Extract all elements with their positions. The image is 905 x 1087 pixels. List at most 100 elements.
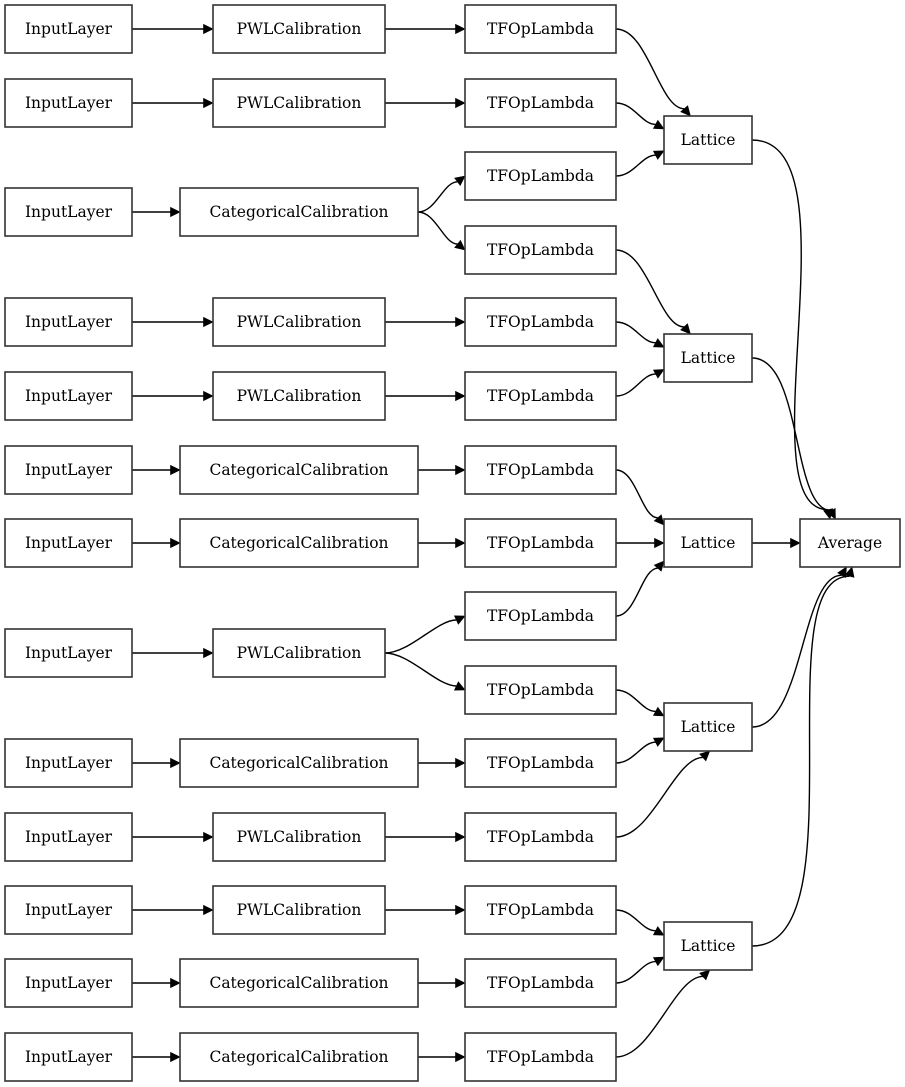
- node-cal3-categorical-calibration[interactable]: CategoricalCalibration: [179, 187, 419, 237]
- node-op2-tfop-lambda[interactable]: TFOpLambda: [464, 78, 617, 128]
- node-box[interactable]: [464, 297, 617, 347]
- node-box[interactable]: [464, 738, 617, 788]
- node-box[interactable]: [663, 702, 753, 752]
- node-box[interactable]: [4, 885, 133, 935]
- node-cal2-pwlcalibration[interactable]: PWLCalibration: [212, 78, 386, 128]
- node-box[interactable]: [4, 78, 133, 128]
- node-in4-input-layer[interactable]: InputLayer: [4, 297, 133, 347]
- node-lat2-lattice[interactable]: Lattice: [663, 333, 753, 383]
- node-in12-input-layer[interactable]: InputLayer: [4, 958, 133, 1008]
- node-box[interactable]: [4, 1032, 133, 1082]
- node-box[interactable]: [4, 4, 133, 54]
- node-cal12-categorical-calibration[interactable]: CategoricalCalibration: [179, 958, 419, 1008]
- node-box[interactable]: [212, 628, 386, 678]
- node-box[interactable]: [4, 445, 133, 495]
- node-op8-tfop-lambda[interactable]: TFOpLambda: [464, 518, 617, 568]
- node-avg-average[interactable]: Average: [799, 518, 901, 568]
- node-op15-tfop-lambda[interactable]: TFOpLambda: [464, 1032, 617, 1082]
- node-op12-tfop-lambda[interactable]: TFOpLambda: [464, 812, 617, 862]
- node-label: TFOpLambda: [487, 607, 594, 625]
- node-box[interactable]: [464, 151, 617, 201]
- node-box[interactable]: [4, 628, 133, 678]
- node-op1-tfop-lambda[interactable]: TFOpLambda: [464, 4, 617, 54]
- node-box[interactable]: [464, 665, 617, 715]
- node-box[interactable]: [4, 958, 133, 1008]
- node-box[interactable]: [464, 518, 617, 568]
- node-box[interactable]: [464, 958, 617, 1008]
- node-box[interactable]: [4, 812, 133, 862]
- node-cal5-pwlcalibration[interactable]: PWLCalibration: [212, 371, 386, 421]
- node-box[interactable]: [212, 4, 386, 54]
- node-in13-input-layer[interactable]: InputLayer: [4, 1032, 133, 1082]
- node-op5-tfop-lambda[interactable]: TFOpLambda: [464, 297, 617, 347]
- node-op13-tfop-lambda[interactable]: TFOpLambda: [464, 885, 617, 935]
- node-cal4-pwlcalibration[interactable]: PWLCalibration: [212, 297, 386, 347]
- node-box[interactable]: [4, 518, 133, 568]
- node-box[interactable]: [4, 371, 133, 421]
- node-box[interactable]: [799, 518, 901, 568]
- node-box[interactable]: [4, 297, 133, 347]
- node-in11-input-layer[interactable]: InputLayer: [4, 885, 133, 935]
- node-cal8-pwlcalibration[interactable]: PWLCalibration: [212, 628, 386, 678]
- node-box[interactable]: [179, 738, 419, 788]
- node-in1-input-layer[interactable]: InputLayer: [4, 4, 133, 54]
- node-lat1-lattice[interactable]: Lattice: [663, 115, 753, 165]
- node-box[interactable]: [663, 921, 753, 971]
- node-cal9-categorical-calibration[interactable]: CategoricalCalibration: [179, 738, 419, 788]
- node-in7-input-layer[interactable]: InputLayer: [4, 518, 133, 568]
- node-box[interactable]: [663, 518, 753, 568]
- node-box[interactable]: [179, 187, 419, 237]
- node-in2-input-layer[interactable]: InputLayer: [4, 78, 133, 128]
- arrowhead-icon: [454, 175, 466, 186]
- node-in9-input-layer[interactable]: InputLayer: [4, 738, 133, 788]
- node-box[interactable]: [4, 187, 133, 237]
- node-cal7-categorical-calibration[interactable]: CategoricalCalibration: [179, 518, 419, 568]
- node-lat4-lattice[interactable]: Lattice: [663, 702, 753, 752]
- node-op7-tfop-lambda[interactable]: TFOpLambda: [464, 445, 617, 495]
- node-in10-input-layer[interactable]: InputLayer: [4, 812, 133, 862]
- node-in8-input-layer[interactable]: InputLayer: [4, 628, 133, 678]
- node-op10-tfop-lambda[interactable]: TFOpLambda: [464, 665, 617, 715]
- node-op14-tfop-lambda[interactable]: TFOpLambda: [464, 958, 617, 1008]
- node-lat5-lattice[interactable]: Lattice: [663, 921, 753, 971]
- node-box[interactable]: [179, 958, 419, 1008]
- node-cal6-categorical-calibration[interactable]: CategoricalCalibration: [179, 445, 419, 495]
- node-box[interactable]: [464, 371, 617, 421]
- node-cal10-pwlcalibration[interactable]: PWLCalibration: [212, 812, 386, 862]
- node-box[interactable]: [212, 812, 386, 862]
- node-box[interactable]: [464, 1032, 617, 1082]
- node-box[interactable]: [464, 4, 617, 54]
- node-box[interactable]: [464, 445, 617, 495]
- node-box[interactable]: [179, 445, 419, 495]
- node-in6-input-layer[interactable]: InputLayer: [4, 445, 133, 495]
- arrowhead-icon: [652, 956, 665, 967]
- node-in3-input-layer[interactable]: InputLayer: [4, 187, 133, 237]
- node-box[interactable]: [212, 885, 386, 935]
- edge-lattice-to-average: [751, 139, 829, 511]
- node-op6-tfop-lambda[interactable]: TFOpLambda: [464, 371, 617, 421]
- node-label: TFOpLambda: [487, 313, 594, 331]
- node-cal11-pwlcalibration[interactable]: PWLCalibration: [212, 885, 386, 935]
- node-box[interactable]: [464, 591, 617, 641]
- node-box[interactable]: [4, 738, 133, 788]
- node-label: Lattice: [681, 349, 736, 367]
- node-box[interactable]: [212, 371, 386, 421]
- node-op9-tfop-lambda[interactable]: TFOpLambda: [464, 591, 617, 641]
- node-cal1-pwlcalibration[interactable]: PWLCalibration: [212, 4, 386, 54]
- node-box[interactable]: [464, 225, 617, 275]
- node-box[interactable]: [212, 297, 386, 347]
- node-box[interactable]: [179, 518, 419, 568]
- node-in5-input-layer[interactable]: InputLayer: [4, 371, 133, 421]
- node-op4-tfop-lambda[interactable]: TFOpLambda: [464, 225, 617, 275]
- node-box[interactable]: [464, 812, 617, 862]
- node-box[interactable]: [212, 78, 386, 128]
- node-op11-tfop-lambda[interactable]: TFOpLambda: [464, 738, 617, 788]
- node-box[interactable]: [663, 115, 753, 165]
- node-lat3-lattice[interactable]: Lattice: [663, 518, 753, 568]
- node-cal13-categorical-calibration[interactable]: CategoricalCalibration: [179, 1032, 419, 1082]
- node-box[interactable]: [464, 885, 617, 935]
- node-op3-tfop-lambda[interactable]: TFOpLambda: [464, 151, 617, 201]
- node-box[interactable]: [464, 78, 617, 128]
- node-box[interactable]: [179, 1032, 419, 1082]
- node-box[interactable]: [663, 333, 753, 383]
